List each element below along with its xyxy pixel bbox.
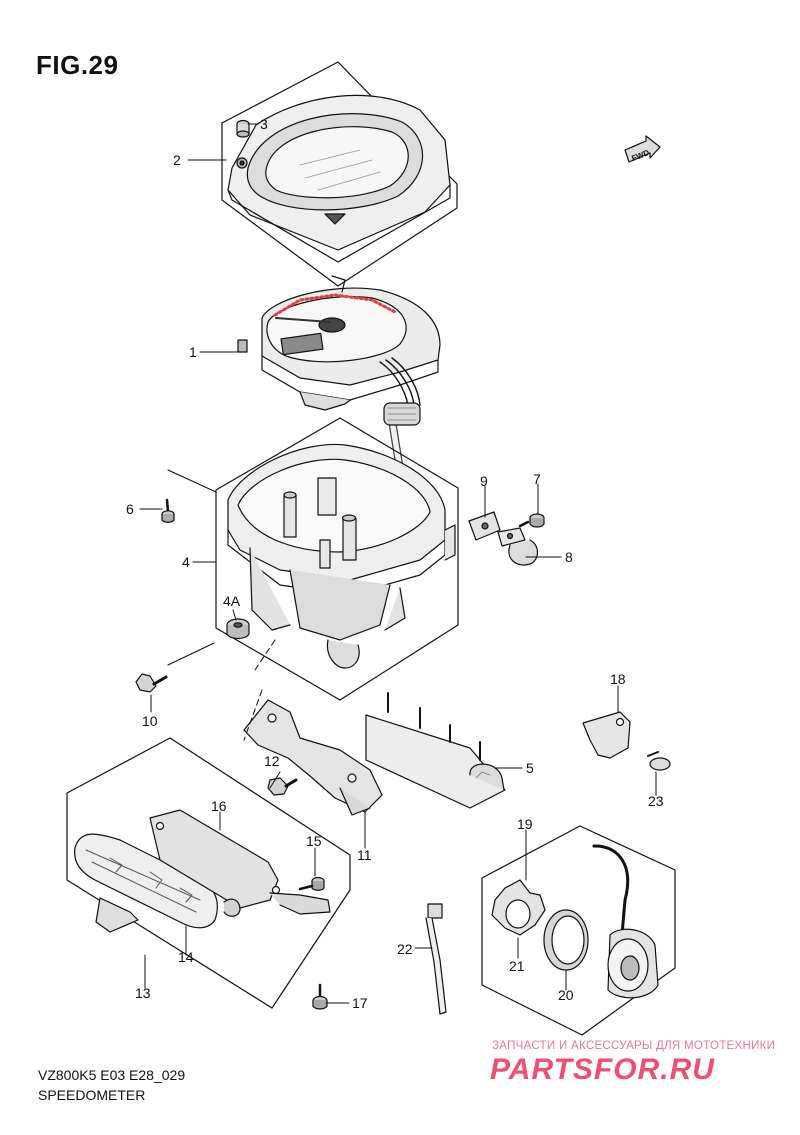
callout-8: 8: [565, 549, 573, 565]
callout-22: 22: [397, 941, 413, 957]
watermark-logo: PARTSFOR.RU: [490, 1053, 715, 1086]
callout-11: 11: [357, 847, 372, 863]
callout-20: 20: [558, 987, 574, 1003]
part-4A-cushion: [226, 618, 250, 640]
part-22-cable-tie: [425, 903, 447, 1015]
callout-19: 19: [517, 816, 533, 832]
part-17-screw: [312, 983, 328, 1010]
part-20-seal: [543, 909, 589, 971]
part-21-retainer: [491, 879, 546, 936]
callout-14: 14: [178, 949, 194, 965]
callout-12: 12: [264, 753, 280, 769]
part-1-meter-unit: [237, 275, 441, 411]
part-7-screw: [518, 513, 545, 528]
figure-title: FIG.29: [36, 50, 119, 80]
callout-7: 7: [533, 471, 541, 487]
part-12-bolt: [267, 777, 298, 796]
callout-3: 3: [260, 116, 268, 132]
part-3-grommet: [236, 119, 250, 138]
part-9-clip: [468, 511, 501, 541]
part-8-clamp: [497, 527, 539, 566]
callout-5: 5: [526, 760, 534, 776]
part-23-clamp: [647, 751, 671, 771]
callout-4: 4: [182, 554, 190, 570]
callout-17: 17: [352, 995, 368, 1011]
callout-6: 6: [126, 501, 134, 517]
callout-9: 9: [480, 473, 488, 489]
part-6-screw: [161, 498, 175, 523]
callout-13: 13: [135, 985, 151, 1001]
part-14-indicator-lens: [74, 833, 218, 933]
watermark-tagline: ЗАПЧАСТИ И АКСЕССУАРЫ ДЛЯ МОТОТЕХНИКИ: [492, 1040, 776, 1052]
part-11-bracket: [243, 699, 383, 816]
model-code: VZ800K5 E03 E28_029: [38, 1067, 186, 1083]
drive-group-frame: [481, 825, 676, 1036]
callout-10: 10: [142, 713, 158, 729]
callout-23: 23: [648, 793, 664, 809]
fwd-arrow-icon: [624, 135, 661, 163]
part-18-stay: [582, 711, 631, 759]
cover-group-frame: [221, 61, 458, 287]
part-10-bolt: [135, 673, 168, 693]
case-group-frame: [215, 417, 459, 701]
part-19-speed-sensor: [592, 844, 659, 999]
callout-21: 21: [509, 958, 525, 974]
part-4-meter-case: [227, 443, 456, 669]
callout-4A: 4A: [223, 593, 241, 609]
callout-2: 2: [173, 152, 181, 168]
part-2-meter-cover: [227, 94, 451, 263]
part-16-indicator-case: [149, 809, 331, 917]
part-5-pcb: [365, 692, 506, 809]
indicator-group-frame: [66, 737, 351, 1009]
figure-name: SPEEDOMETER: [38, 1087, 146, 1103]
leader-lines: [139, 123, 657, 1004]
part-15-screw: [298, 876, 325, 891]
callout-16: 16: [211, 798, 227, 814]
callout-18: 18: [610, 671, 626, 687]
callout-15: 15: [306, 833, 322, 849]
callout-1: 1: [189, 344, 197, 360]
